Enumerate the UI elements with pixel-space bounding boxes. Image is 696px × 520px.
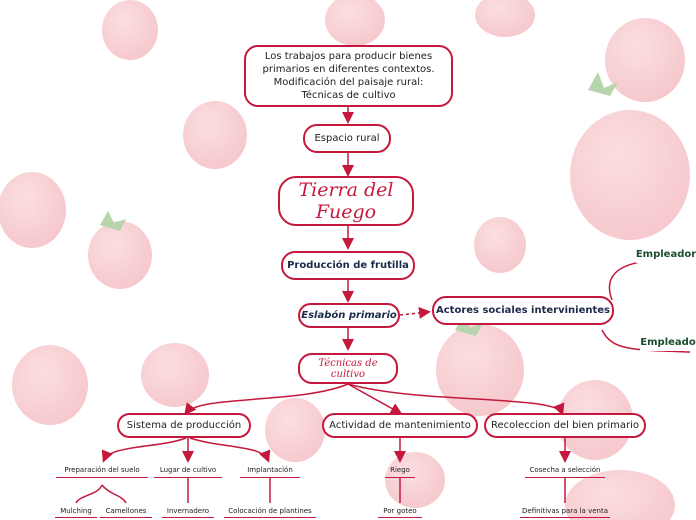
root-line-3: Modificación del paisaje rural:	[273, 77, 424, 88]
strawberry-image	[183, 101, 247, 169]
colocacion-label: Colocación de plantines	[228, 506, 312, 515]
implantacion-node[interactable]: Implantación	[240, 462, 300, 478]
preparacion-node[interactable]: Preparación del suelo	[56, 462, 148, 478]
strawberry-image	[0, 172, 66, 248]
riego-node[interactable]: Riego	[385, 462, 415, 478]
definitivas-node[interactable]: Definitivas para la venta	[520, 504, 610, 518]
produccion-node[interactable]: Producción de frutilla	[281, 251, 415, 280]
camellones-label: Camellones	[105, 506, 147, 515]
actores-label: Actores sociales intervinientes	[436, 305, 610, 316]
root-line-1: Los trabajos para producir bienes	[264, 51, 433, 62]
strawberry-image	[102, 0, 158, 60]
espacio-rural-label: Espacio rural	[314, 133, 380, 144]
camellones-node[interactable]: Camellones	[100, 504, 152, 518]
implantacion-label: Implantación	[247, 465, 293, 474]
cosecha-node[interactable]: Cosecha a selección	[525, 462, 605, 478]
mulching-label: Mulching	[60, 506, 92, 515]
lugar-label: Lugar de cultivo	[159, 465, 217, 474]
actividad-node[interactable]: Actividad de mantenimiento	[322, 413, 478, 438]
lugar-node[interactable]: Lugar de cultivo	[154, 462, 222, 478]
riego-label: Riego	[390, 465, 410, 474]
recoleccion-node[interactable]: Recoleccion del bien primario	[484, 413, 646, 438]
sistema-node[interactable]: Sistema de producción	[117, 413, 251, 438]
definitivas-label: Definitivas para la venta	[522, 506, 608, 515]
root-topic[interactable]: Los trabajos para producir bienes primar…	[244, 45, 453, 107]
por-goteo-label: Por goteo	[383, 506, 417, 515]
strawberry-image	[436, 324, 524, 416]
strawberry-image	[325, 0, 385, 46]
strawberry-image	[88, 221, 152, 289]
strawberry-image	[570, 110, 690, 240]
preparacion-label: Preparación del suelo	[64, 465, 140, 474]
strawberry-image	[141, 343, 209, 407]
root-line-4: Técnicas de cultivo	[301, 90, 396, 101]
empleador-label: Empleador	[635, 248, 696, 260]
por-goteo-node[interactable]: Por goteo	[378, 504, 422, 518]
tecnicas-node[interactable]: Técnicas de cultivo	[298, 353, 398, 384]
recoleccion-label: Recoleccion del bien primario	[491, 420, 639, 431]
tierra-del-fuego-node[interactable]: Tierra del Fuego	[278, 176, 414, 226]
actividad-label: Actividad de mantenimiento	[329, 420, 471, 431]
root-line-2: primarios en diferentes contextos.	[262, 64, 435, 75]
produccion-label: Producción de frutilla	[287, 260, 409, 271]
empleado-node[interactable]: Empleado	[640, 333, 696, 351]
actores-node[interactable]: Actores sociales intervinientes	[432, 296, 614, 325]
strawberry-image	[475, 0, 535, 37]
invernadero-node[interactable]: Invernadero	[162, 504, 214, 518]
invernadero-label: Invernadero	[166, 506, 210, 515]
strawberry-image	[474, 217, 526, 273]
empleador-node[interactable]: Empleador	[636, 245, 696, 263]
sistema-label: Sistema de producción	[126, 420, 242, 431]
tierra-del-fuego-label: Tierra del Fuego	[298, 179, 394, 223]
leaf-icon	[100, 211, 126, 231]
empleado-label: Empleado	[640, 336, 696, 348]
strawberry-image	[605, 18, 685, 102]
tecnicas-label: Técnicas de cultivo	[318, 357, 378, 380]
eslabon-node[interactable]: Eslabón primario	[298, 303, 400, 328]
leaf-icon	[588, 72, 618, 96]
strawberry-image	[12, 345, 88, 425]
mulching-node[interactable]: Mulching	[55, 504, 97, 518]
espacio-rural-node[interactable]: Espacio rural	[303, 124, 391, 153]
eslabon-label: Eslabón primario	[301, 310, 397, 321]
strawberry-image	[265, 398, 325, 462]
colocacion-node[interactable]: Colocación de plantines	[224, 504, 316, 518]
cosecha-label: Cosecha a selección	[529, 465, 601, 474]
strawberry-image	[565, 470, 675, 520]
